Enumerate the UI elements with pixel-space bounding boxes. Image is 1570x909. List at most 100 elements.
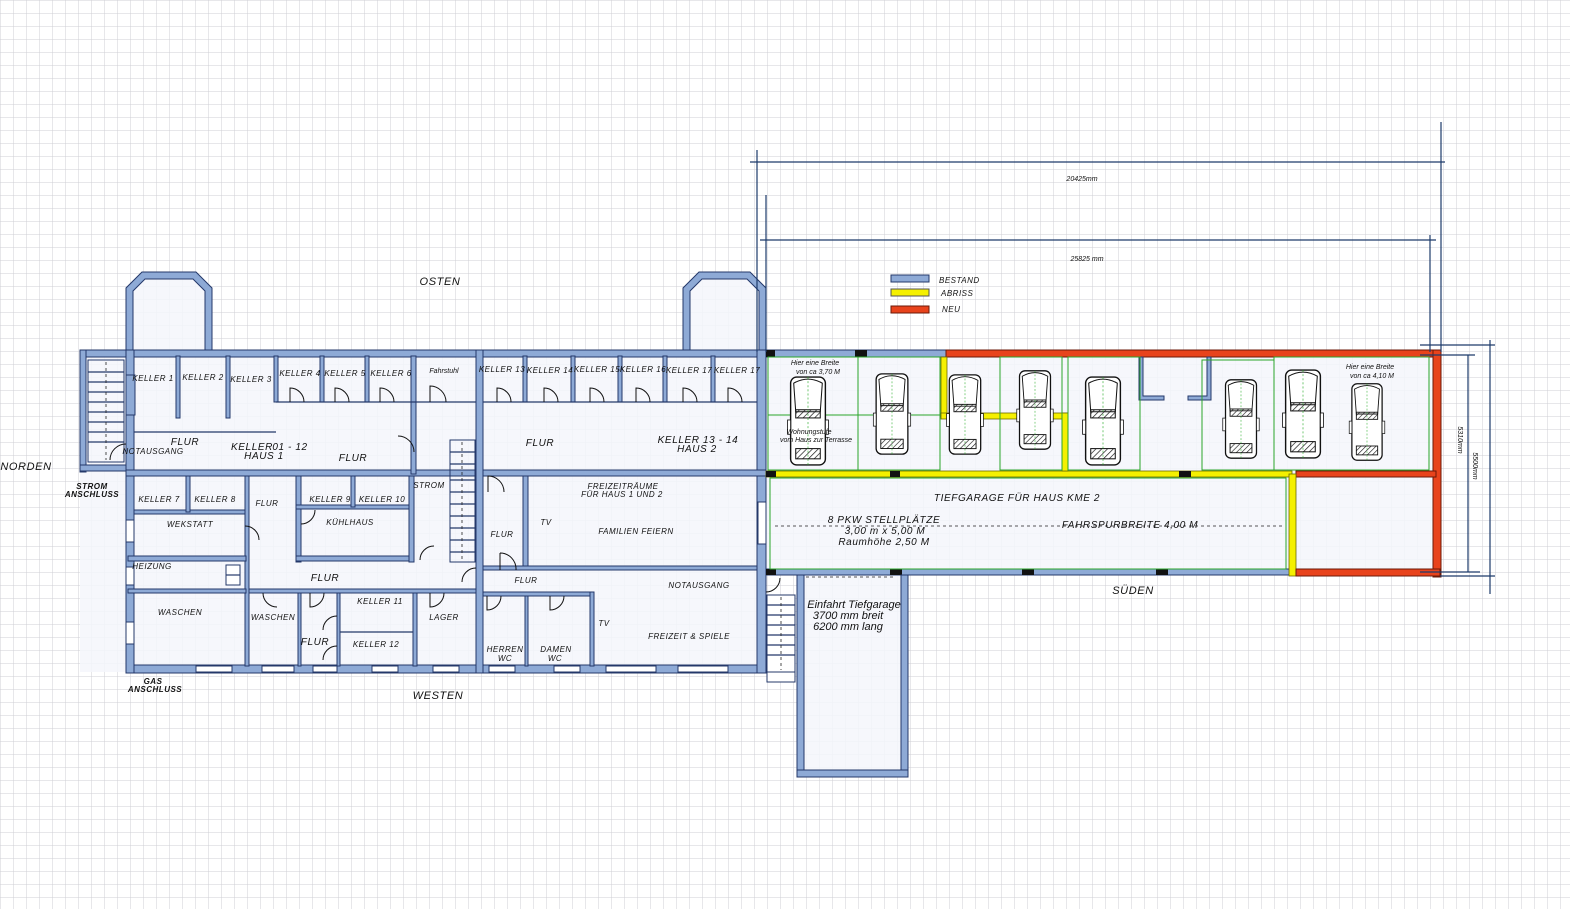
cars	[787, 369, 1386, 466]
legend-swatch-bestand	[890, 274, 930, 283]
stairs-middle	[449, 439, 476, 563]
room-herren-wc: HERREN	[487, 645, 524, 654]
legend-label-neu: NEU	[942, 305, 960, 314]
gas-connection-label: GAS	[144, 677, 163, 686]
stairs-south	[766, 594, 796, 683]
room-keller-6: KELLER 6	[370, 369, 411, 378]
garage-walls	[765, 349, 1442, 778]
garage-space-size: 3,00 m x 5,00 M	[845, 526, 926, 537]
entrance-ramp	[796, 574, 909, 778]
room-flur-7: FLUR	[491, 530, 514, 539]
room-flur-8: FLUR	[515, 576, 538, 585]
room-fahrstuhl: Fahrstuhl	[429, 368, 459, 375]
garage-note-step: Wohnungstufe	[786, 429, 831, 436]
room-keller-11: KELLER 11	[357, 597, 403, 606]
room-keller-haus1: KELLER	[231, 442, 273, 453]
room-freizeitraeume: FREIZEITRÄUME	[588, 482, 659, 491]
room-keller-7: KELLER 7	[138, 495, 179, 504]
room-keller-range: 01 - 12	[272, 442, 307, 453]
garage-note-left-2: von ca 3,70 M	[796, 369, 840, 376]
room-keller-haus2: KELLER 13 - 14	[658, 435, 739, 446]
entrance-label: Einfahrt Tiefgarage	[807, 599, 900, 611]
room-waschen-2: WASCHEN	[251, 613, 295, 622]
room-lager: LAGER	[429, 613, 459, 622]
room-keller-8: KELLER 8	[194, 495, 235, 504]
garage-note-step-2: vom Haus zur Terrasse	[780, 437, 852, 444]
room-keller-14: KELLER 14	[527, 366, 573, 375]
room-herren-wc-2: WC	[498, 654, 512, 663]
room-notausgang-south: NOTAUSGANG	[668, 581, 729, 590]
room-keller-3: KELLER 3	[230, 375, 271, 384]
room-keller-5: KELLER 5	[324, 369, 365, 378]
entrance-width: 3700 mm breit	[813, 610, 884, 622]
garage-lane-width: FAHRSPURBREITE 4,00 M	[1062, 520, 1198, 531]
room-flur-6: FLUR	[301, 637, 330, 648]
room-keller-16: KELLER 16	[620, 365, 666, 374]
room-keller-15: KELLER 15	[574, 365, 620, 374]
room-keller-haus1-2: HAUS 1	[244, 451, 284, 462]
room-tv-1: TV	[540, 518, 551, 527]
room-keller-haus2-2: HAUS 2	[677, 444, 717, 455]
entrance-length: 6200 mm lang	[813, 621, 884, 633]
garage-note-right-2: von ca 4,10 M	[1350, 373, 1394, 380]
room-keller-12: KELLER 12	[353, 640, 399, 649]
room-heizung: HEIZUNG	[132, 562, 172, 571]
dimension-lines	[750, 122, 1495, 594]
garage-room-height: Raumhöhe 2,50 M	[838, 537, 929, 548]
room-keller-17b: KELLER 17	[714, 366, 760, 375]
dimension-top-outer: 20425mm	[1065, 176, 1097, 183]
room-freizeitraeume-2: FÜR HAUS 1 UND 2	[581, 490, 663, 499]
parking-stall-lines	[767, 356, 1430, 570]
room-damen-wc-2: WC	[548, 654, 562, 663]
room-labels: KELLER 1 KELLER 2 KELLER 3 KELLER 4 KELL…	[122, 365, 760, 663]
room-werkstatt: WEKSTATT	[167, 520, 214, 529]
room-flur-5: FLUR	[311, 573, 340, 584]
legend-swatch-abriss	[890, 288, 930, 297]
power-connection-label-2: ANSCHLUSS	[64, 490, 119, 499]
room-kuehlhaus: KÜHLHAUS	[326, 518, 374, 527]
room-keller-9: KELLER 9	[309, 495, 350, 504]
compass-east: OSTEN	[420, 276, 461, 288]
power-connection-label: STROM	[76, 482, 107, 491]
room-keller-17a: KELLER 17	[666, 366, 712, 375]
car-icon	[1016, 370, 1054, 450]
floor-areas	[80, 272, 1440, 776]
windows	[125, 501, 767, 673]
car-icon	[1281, 369, 1325, 459]
room-keller-1: KELLER 1	[132, 374, 173, 383]
room-flur-2: FLUR	[339, 453, 368, 464]
dimension-right-inner: 5310mm	[1456, 426, 1463, 453]
room-flur-3: FLUR	[526, 438, 555, 449]
car-icon	[1081, 376, 1125, 466]
room-flur-4: FLUR	[256, 499, 279, 508]
room-tv-2: TV	[598, 619, 609, 628]
room-keller-10: KELLER 10	[359, 495, 405, 504]
car-icon	[872, 373, 912, 455]
main-building-walls	[79, 271, 796, 683]
car-icon	[946, 374, 984, 455]
room-waschen-1: WASCHEN	[158, 608, 202, 617]
stairs-north	[87, 359, 125, 463]
room-flur-1: FLUR	[171, 437, 200, 448]
room-damen-wc: DAMEN	[540, 645, 571, 654]
garage-spaces: 8 PKW STELLPLÄTZE	[828, 514, 940, 526]
dimension-right-outer: 5500mm	[1471, 452, 1478, 479]
compass-north: NORDEN	[0, 461, 51, 473]
compass-south: SÜDEN	[1112, 585, 1154, 597]
legend-label-bestand: BESTAND	[939, 276, 980, 285]
garage-note-left: Hier eine Breite	[791, 360, 839, 367]
room-keller-2: KELLER 2	[182, 373, 223, 382]
pillars	[766, 350, 1191, 575]
room-keller-13: KELLER 13	[479, 365, 525, 374]
compass-west: WESTEN	[413, 690, 464, 702]
garage-note-right: Hier eine Breite	[1346, 364, 1394, 371]
legend-label-abriss: ABRISS	[940, 289, 974, 298]
car-icon	[1222, 379, 1260, 459]
legend-swatch-neu	[890, 305, 930, 314]
doors	[109, 385, 781, 661]
room-keller-4: KELLER 4	[279, 369, 320, 378]
legend: BESTAND ABRISS NEU	[890, 274, 980, 314]
room-strom: STROM	[413, 481, 444, 490]
room-notausgang-north: NOTAUSGANG	[122, 447, 183, 456]
